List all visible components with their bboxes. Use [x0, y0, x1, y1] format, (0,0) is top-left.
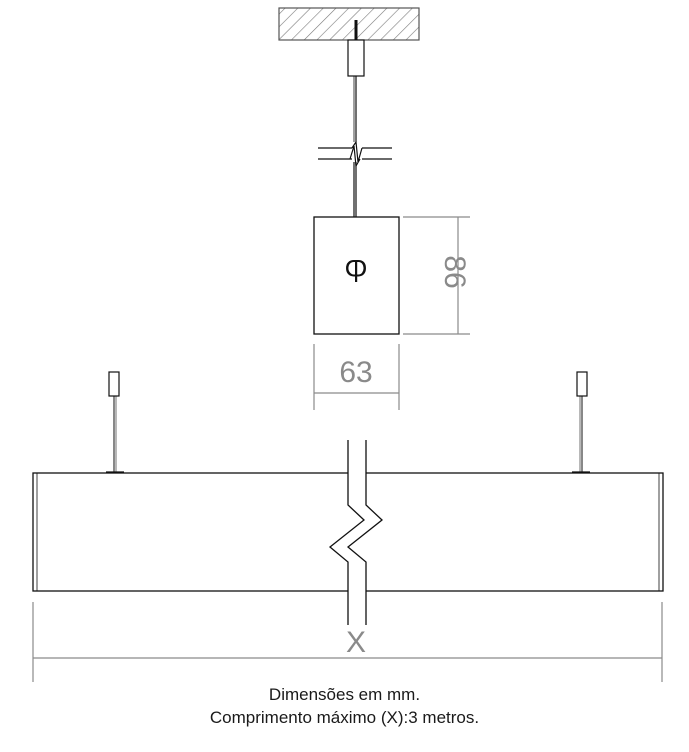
width-label: 63 [339, 356, 372, 389]
body-break-symbol [328, 440, 383, 625]
suspension-cable-top [347, 20, 365, 142]
ceiling-mount [278, 7, 420, 41]
profile-cross-section: Ⴔ [313, 216, 400, 335]
cable-break-symbol [318, 140, 392, 217]
length-dimension [32, 602, 663, 682]
length-label: X [346, 626, 366, 659]
caption-dimensions-unit: Dimensões em mm. [268, 685, 421, 704]
width-dimension [313, 344, 400, 410]
caption-max-length: Comprimento máximo (X):3 metros. [209, 708, 480, 727]
height-dimension [403, 216, 470, 335]
profile-symbol: Ⴔ [345, 259, 368, 289]
left-hanger [106, 371, 124, 473]
right-hanger [572, 371, 590, 473]
height-label: 86 [438, 255, 471, 288]
